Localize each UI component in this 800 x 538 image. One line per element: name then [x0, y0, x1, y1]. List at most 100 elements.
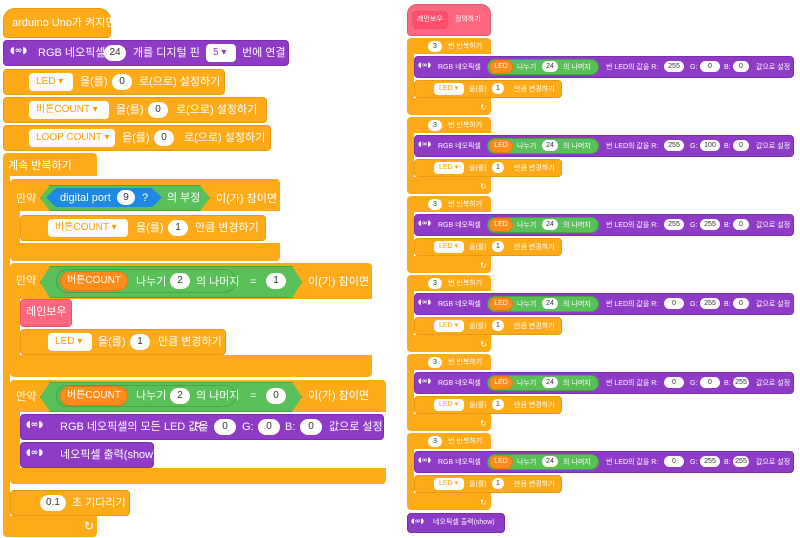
when-arduino-starts-hat[interactable]: [3, 8, 111, 38]
change-led-value[interactable]: 1: [130, 334, 150, 350]
neopixel-icon: ◖∞◗: [418, 61, 432, 69]
change-led-a: 을(를): [469, 481, 487, 488]
led-reporter[interactable]: LED: [489, 139, 513, 153]
set-led-value[interactable]: 0: [112, 74, 132, 90]
repeat-times-input[interactable]: 3: [428, 278, 442, 289]
change-led-value[interactable]: 1: [492, 478, 504, 489]
led-reporter[interactable]: LED: [489, 297, 513, 311]
r-input[interactable]: 0: [664, 377, 684, 388]
b-input[interactable]: 0: [733, 140, 749, 151]
g-input[interactable]: 0: [700, 377, 720, 388]
change-led-value[interactable]: 1: [492, 241, 504, 252]
set-led-b: 로(으로) 설정하기: [139, 76, 221, 88]
led-var-dropdown[interactable]: LED ▾: [434, 320, 464, 332]
neopixel-connect-block[interactable]: [3, 40, 289, 66]
change-led-value[interactable]: 1: [492, 162, 504, 173]
r-input[interactable]: 255: [664, 61, 684, 72]
repeat-label: 번 반복하기: [448, 438, 483, 445]
change-buttoncount-value[interactable]: 1: [168, 220, 188, 236]
loopcount-var-name: LOOP COUNT: [36, 132, 102, 143]
change-led-a: 을(를): [469, 165, 487, 172]
set-pixel-mid: 번 LED의 값을 R:: [606, 64, 659, 71]
call-rainbow-label: 레인보우: [26, 306, 67, 318]
led-reporter[interactable]: LED: [489, 455, 513, 469]
buttoncount-reporter-2[interactable]: 버튼COUNT: [60, 386, 128, 406]
set-all-b-input[interactable]: 0: [300, 419, 322, 435]
b-input[interactable]: 0: [733, 61, 749, 72]
mod-divisor-input[interactable]: 24: [542, 456, 558, 467]
set-all-r-input[interactable]: 0: [214, 419, 236, 435]
set-buttoncount-value[interactable]: 0: [148, 102, 168, 118]
loopcount-var-dropdown[interactable]: LOOP COUNT ▾: [29, 129, 115, 147]
set-all-g-input[interactable]: 0: [258, 419, 280, 435]
set-pixel-post: 값으로 설정: [756, 64, 791, 71]
b-input[interactable]: 0: [733, 298, 749, 309]
rainbow-show-block[interactable]: [407, 513, 505, 533]
dropdown-arrow-icon: ▾: [452, 322, 459, 329]
eq-compare-1[interactable]: 1: [266, 273, 286, 289]
buttoncount-reporter-1[interactable]: 버튼COUNT: [60, 271, 128, 291]
neopixel-icon: ◖∞◗: [418, 219, 432, 227]
led-var-name: LED: [439, 480, 453, 487]
wait-post: 초 기다리기: [72, 497, 126, 509]
led-var-dropdown[interactable]: LED ▾: [434, 478, 464, 490]
eq-compare-2[interactable]: 0: [266, 388, 286, 404]
wait-seconds-input[interactable]: 0.1: [40, 495, 66, 511]
g-input[interactable]: 255: [700, 298, 720, 309]
dropdown-arrow-icon: ▾: [104, 132, 110, 143]
pin-dropdown[interactable]: 5 ▾: [206, 44, 236, 62]
mod-divisor-2[interactable]: 2: [170, 388, 190, 404]
led-var-dropdown[interactable]: LED ▾: [434, 241, 464, 253]
g-input[interactable]: 255: [700, 456, 720, 467]
repeat-times-input[interactable]: 3: [428, 120, 442, 131]
change-led-value[interactable]: 1: [492, 399, 504, 410]
rgb-prefix-label: RGB 네오픽셀: [438, 301, 481, 308]
neopixel-show-block[interactable]: [20, 442, 154, 468]
led-reporter[interactable]: LED: [489, 376, 513, 390]
neopixel-connect-mid: 개를 디지털 핀: [133, 47, 200, 59]
mod-divisor-1[interactable]: 2: [170, 273, 190, 289]
repeat-times-input[interactable]: 3: [428, 436, 442, 447]
mod-div-label: 나누기: [517, 459, 537, 466]
repeat-times-input[interactable]: 3: [428, 41, 442, 52]
call-rainbow-block[interactable]: [20, 299, 72, 327]
change-buttoncount-dropdown[interactable]: 버튼COUNT ▾: [48, 219, 128, 237]
repeat-label: 번 반복하기: [448, 122, 483, 129]
b-input[interactable]: 0: [733, 219, 749, 230]
r-input[interactable]: 0: [664, 298, 684, 309]
set-all-r-label: R:: [194, 421, 205, 433]
mod-divisor-input[interactable]: 24: [542, 140, 558, 151]
led-var-dropdown[interactable]: LED ▾: [434, 83, 464, 95]
buttoncount-var-dropdown[interactable]: 버튼COUNT ▾: [29, 101, 109, 119]
neopixel-icon: ◖∞◗: [418, 140, 432, 148]
mod-divisor-input[interactable]: 24: [542, 219, 558, 230]
wait-block[interactable]: [10, 490, 130, 516]
set-loopcount-value[interactable]: 0: [154, 130, 174, 146]
b-input[interactable]: 255: [733, 456, 749, 467]
g-input[interactable]: 100: [700, 140, 720, 151]
r-input[interactable]: 255: [664, 219, 684, 230]
buttoncount-var-name: 버튼COUNT: [36, 104, 90, 115]
change-led-value[interactable]: 1: [492, 83, 504, 94]
r-input[interactable]: 255: [664, 140, 684, 151]
mod-divisor-input[interactable]: 24: [542, 377, 558, 388]
change-led-value[interactable]: 1: [492, 320, 504, 331]
set-all-leds-block[interactable]: [20, 414, 384, 440]
change-led-dropdown[interactable]: LED ▾: [48, 333, 92, 351]
repeat-times-input[interactable]: 3: [428, 357, 442, 368]
mod-divisor-input[interactable]: 24: [542, 298, 558, 309]
led-reporter[interactable]: LED: [489, 60, 513, 74]
pixel-count-input[interactable]: 24: [104, 45, 126, 61]
mod-div-label: 나누기: [517, 64, 537, 71]
led-reporter[interactable]: LED: [489, 218, 513, 232]
led-var-dropdown[interactable]: LED ▾: [434, 399, 464, 411]
led-var-dropdown[interactable]: LED ▾: [29, 73, 73, 91]
led-var-dropdown[interactable]: LED ▾: [434, 162, 464, 174]
repeat-times-input[interactable]: 3: [428, 199, 442, 210]
mod-divisor-input[interactable]: 24: [542, 61, 558, 72]
digital-port-input[interactable]: 9: [117, 190, 135, 205]
g-input[interactable]: 255: [700, 219, 720, 230]
r-input[interactable]: 0: [664, 456, 684, 467]
b-input[interactable]: 255: [733, 377, 749, 388]
g-input[interactable]: 0: [700, 61, 720, 72]
